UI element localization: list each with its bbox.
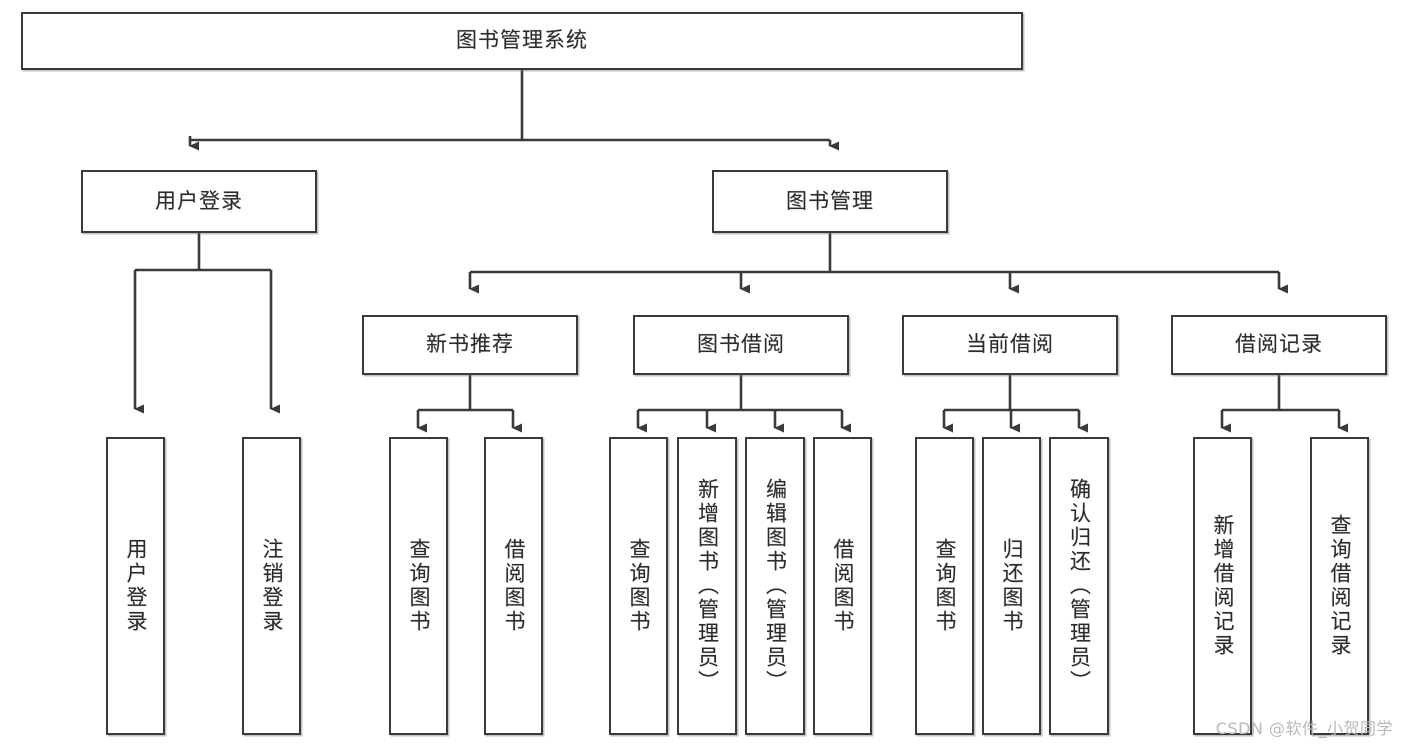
- leaf-node-borrow-book[interactable]: 借阅图书: [813, 437, 872, 735]
- leaf-node-query-book[interactable]: 查询图书: [609, 437, 668, 735]
- leaf-node-add-borrow-record[interactable]: 新增借阅记录: [1193, 437, 1252, 735]
- leaf-node-edit-book-admin[interactable]: 编辑图书（管理员）: [745, 437, 805, 735]
- leaf-node-logout[interactable]: 注销登录: [242, 437, 301, 735]
- leaf-node-label: 借阅图书: [501, 538, 526, 634]
- leaf-node-label: 确认归还（管理员）: [1067, 478, 1092, 694]
- leaf-node-add-book-admin[interactable]: 新增图书（管理员）: [677, 437, 737, 735]
- node-root-label: 图书管理系统: [456, 28, 588, 53]
- node-book-borrow[interactable]: 图书借阅: [633, 315, 849, 375]
- node-user-login-label: 用户登录: [155, 188, 243, 213]
- leaf-node-confirm-return-admin[interactable]: 确认归还（管理员）: [1049, 437, 1109, 735]
- leaf-node-return-book[interactable]: 归还图书: [982, 437, 1041, 735]
- leaf-node-query-book[interactable]: 查询图书: [915, 437, 974, 735]
- leaf-node-label: 查询图书: [406, 538, 431, 634]
- leaf-node-label: 查询图书: [932, 538, 957, 634]
- leaf-node-label: 借阅图书: [830, 538, 855, 634]
- leaf-node-label: 用户登录: [123, 538, 148, 634]
- node-new-book-recommend[interactable]: 新书推荐: [362, 315, 578, 375]
- node-book-borrow-label: 图书借阅: [697, 332, 785, 357]
- node-book-management-label: 图书管理: [786, 188, 874, 213]
- leaf-node-label: 新增图书（管理员）: [695, 478, 720, 694]
- leaf-node-user-login[interactable]: 用户登录: [106, 437, 165, 735]
- leaf-node-label: 查询借阅记录: [1327, 514, 1352, 658]
- leaf-node-label: 归还图书: [999, 538, 1024, 634]
- node-book-management[interactable]: 图书管理: [712, 170, 948, 233]
- leaf-node-label: 新增借阅记录: [1210, 514, 1235, 658]
- leaf-node-label: 查询图书: [626, 538, 651, 634]
- leaf-node-query-book[interactable]: 查询图书: [389, 437, 448, 735]
- node-borrow-record[interactable]: 借阅记录: [1171, 315, 1387, 375]
- node-current-borrow-label: 当前借阅: [966, 332, 1054, 357]
- leaf-node-label: 编辑图书（管理员）: [763, 478, 788, 694]
- node-new-book-recommend-label: 新书推荐: [426, 332, 514, 357]
- node-borrow-record-label: 借阅记录: [1235, 332, 1323, 357]
- leaf-node-borrow-book[interactable]: 借阅图书: [484, 437, 543, 735]
- leaf-node-label: 注销登录: [259, 538, 284, 634]
- leaf-node-query-borrow-record[interactable]: 查询借阅记录: [1310, 437, 1369, 735]
- node-user-login[interactable]: 用户登录: [81, 170, 317, 233]
- node-root-system[interactable]: 图书管理系统: [21, 12, 1023, 70]
- node-current-borrow[interactable]: 当前借阅: [902, 315, 1118, 375]
